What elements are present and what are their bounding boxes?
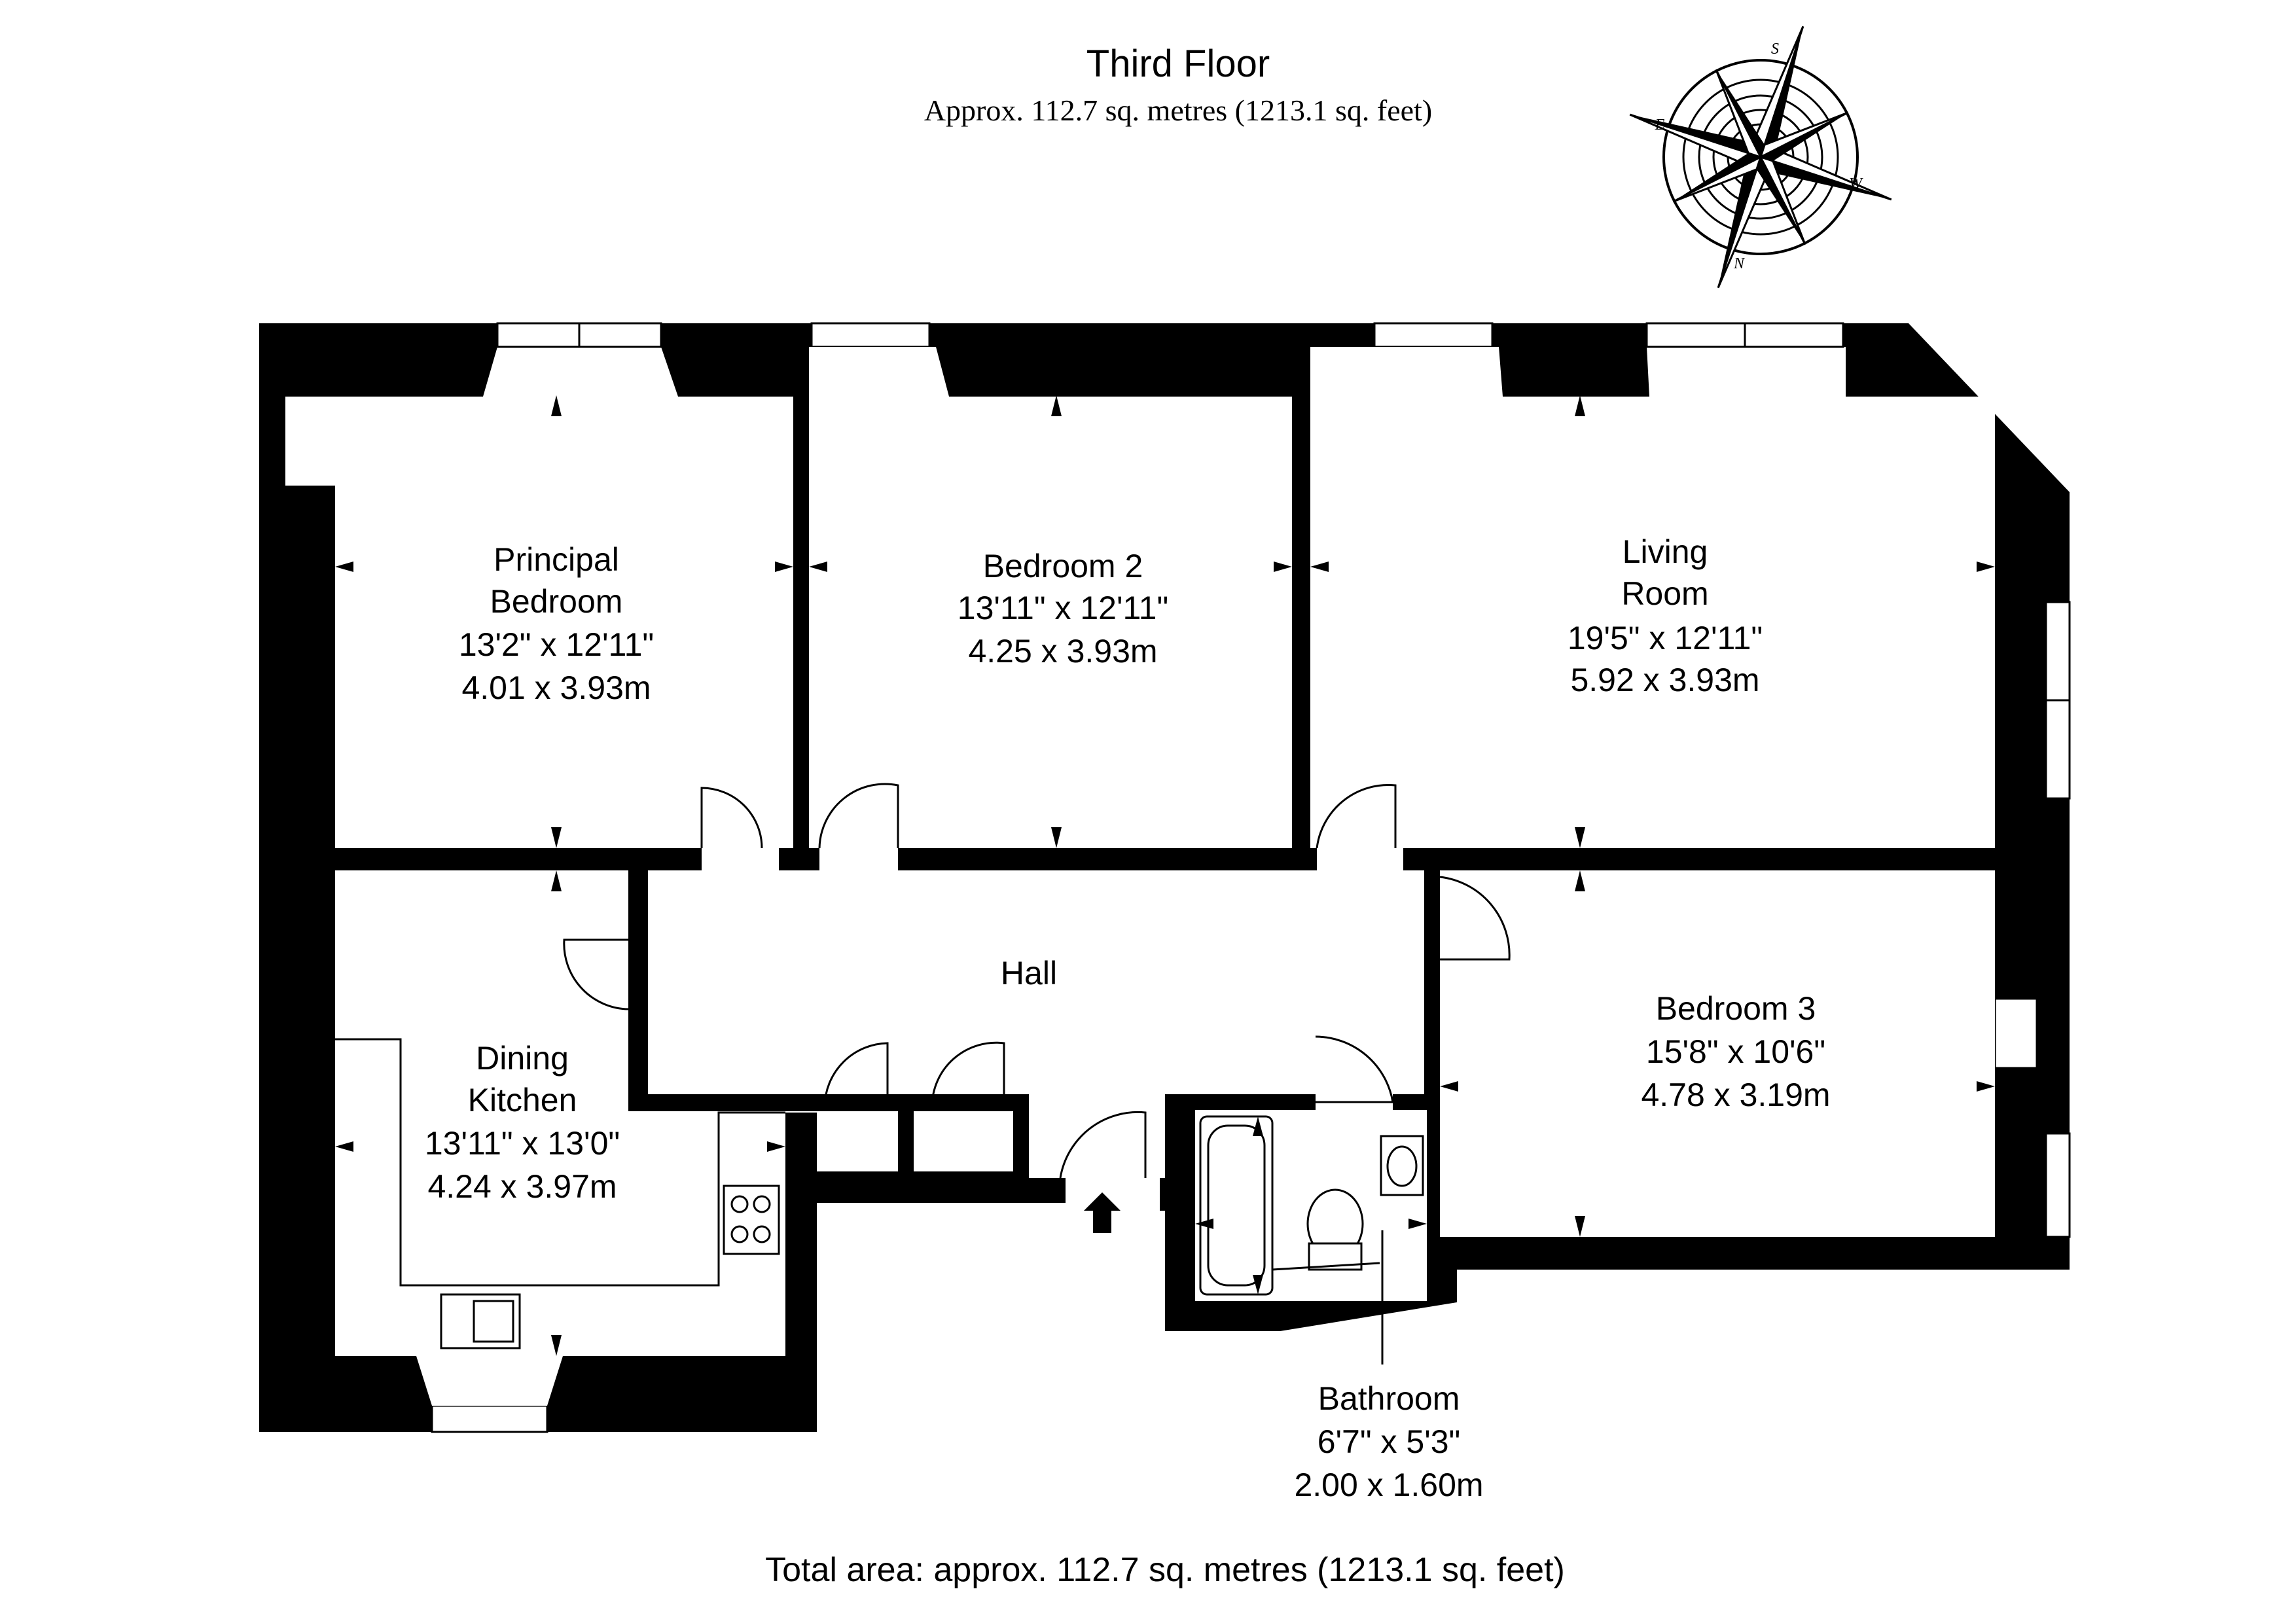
- bedroom2-name: Bedroom 2: [983, 548, 1143, 584]
- floor-area-subtitle: Approx. 112.7 sq. metres (1213.1 sq. fee…: [924, 94, 1432, 127]
- dining-kitchen-metric: 4.24 x 3.97m: [427, 1168, 617, 1205]
- bathroom-imperial: 6'7" x 5'3": [1318, 1423, 1461, 1460]
- room-floors: [285, 397, 1995, 1356]
- bathroom-metric: 2.00 x 1.60m: [1294, 1467, 1483, 1503]
- bedroom3-metric: 4.78 x 3.19m: [1641, 1077, 1830, 1113]
- compass-point-w: W: [1849, 175, 1863, 192]
- living-room-name-1: Living: [1623, 533, 1708, 570]
- bathroom-name: Bathroom: [1318, 1380, 1460, 1417]
- dining-kitchen-name-1: Dining: [476, 1040, 569, 1077]
- bedroom2-metric: 4.25 x 3.93m: [968, 633, 1157, 669]
- principal-bedroom-metric: 4.01 x 3.93m: [461, 669, 651, 706]
- room-label-living-room: Living Room 19'5" x 12'11" 5.92 x 3.93m: [1568, 533, 1763, 698]
- living-room-imperial: 19'5" x 12'11": [1568, 620, 1763, 656]
- compass-point-e: E: [1655, 116, 1665, 134]
- bedroom3-imperial: 15'8" x 10'6": [1646, 1033, 1825, 1070]
- principal-bedroom-name-2: Bedroom: [490, 583, 623, 620]
- windows: [416, 322, 2071, 1433]
- hall-label: Hall: [1001, 955, 1057, 991]
- room-label-principal-bedroom: Principal Bedroom 13'2" x 12'11" 4.01 x …: [459, 541, 654, 706]
- fixtures: [335, 1038, 1424, 1364]
- principal-bedroom-imperial: 13'2" x 12'11": [459, 626, 654, 663]
- principal-bedroom-name-1: Principal: [493, 541, 619, 578]
- room-label-bedroom-3: Bedroom 3 15'8" x 10'6" 4.78 x 3.19m: [1641, 990, 1830, 1113]
- dining-kitchen-name-2: Kitchen: [468, 1082, 577, 1118]
- compass-point-n: N: [1733, 255, 1746, 272]
- dimension-arrows: [335, 395, 1995, 1356]
- hob-icon: [723, 1185, 780, 1255]
- bedroom2-imperial: 13'11" x 12'11": [958, 590, 1168, 626]
- bedroom3-name: Bedroom 3: [1656, 990, 1816, 1027]
- floor-title: Third Floor: [1086, 43, 1270, 85]
- total-area-label: Total area: approx. 112.7 sq. metres (12…: [765, 1551, 1565, 1589]
- living-room-name-2: Room: [1621, 575, 1708, 612]
- compass-rose-icon: S W N E: [1629, 26, 1892, 289]
- compass-point-s: S: [1771, 41, 1779, 58]
- dining-kitchen-imperial: 13'11" x 13'0": [425, 1125, 620, 1162]
- room-label-dining-kitchen: Dining Kitchen 13'11" x 13'0" 4.24 x 3.9…: [425, 1040, 620, 1205]
- entrance-arrow-icon: [1084, 1192, 1121, 1233]
- room-label-bedroom-2: Bedroom 2 13'11" x 12'11" 4.25 x 3.93m: [958, 548, 1168, 669]
- doors: [563, 783, 1511, 1179]
- room-label-bathroom: Bathroom 6'7" x 5'3" 2.00 x 1.60m: [1294, 1380, 1483, 1503]
- living-room-metric: 5.92 x 3.93m: [1570, 662, 1759, 698]
